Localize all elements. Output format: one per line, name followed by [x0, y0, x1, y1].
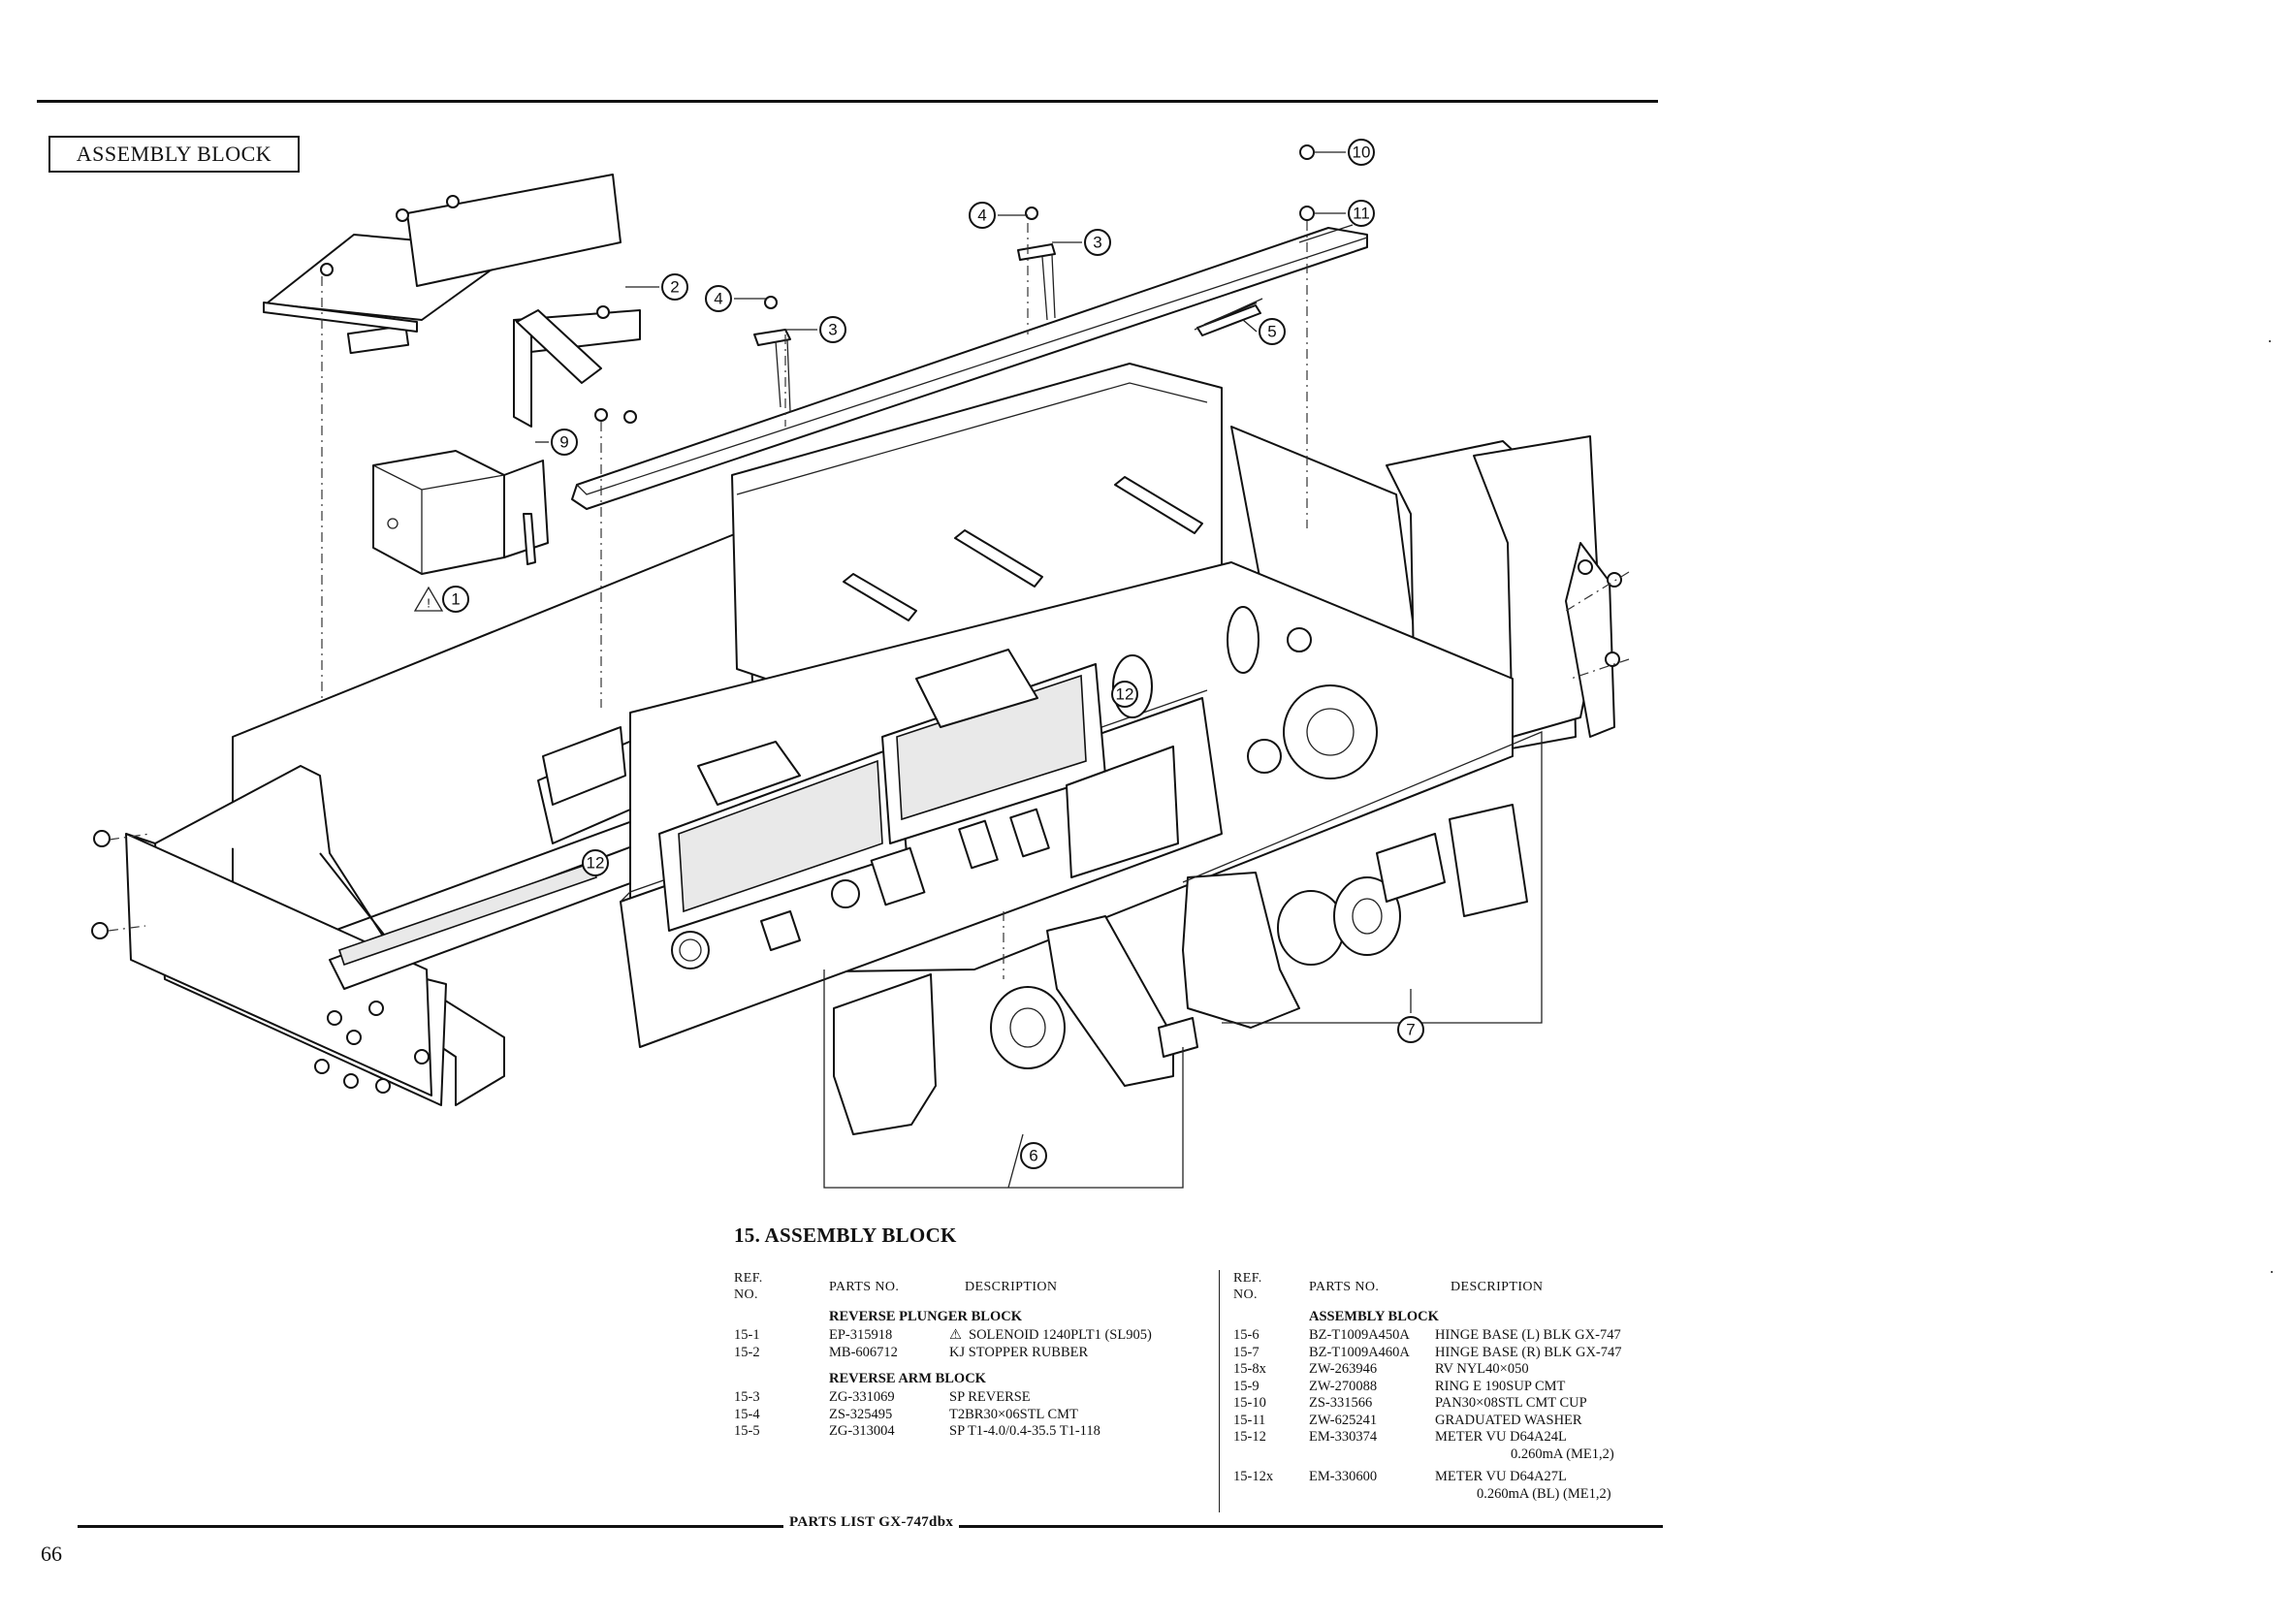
header-ref: REF. NO.	[1233, 1271, 1262, 1302]
margin-mark: ·	[2269, 1262, 2275, 1282]
group-reverse-arm: REVERSE ARM BLOCK	[829, 1371, 986, 1386]
header-parts-no: PARTS NO.	[829, 1280, 900, 1294]
table-row: 15-2 MB-606712 KJ STOPPER RUBBER	[734, 1344, 1089, 1360]
block-title: ASSEMBLY BLOCK	[48, 136, 300, 173]
callout-10: 10	[1315, 139, 1375, 166]
header-ref: REF. NO.	[734, 1271, 763, 1302]
svg-text:1: 1	[451, 590, 460, 609]
header-description: DESCRIPTION	[965, 1280, 1058, 1294]
svg-text:11: 11	[1353, 205, 1370, 223]
top-bracket	[263, 174, 641, 428]
column-header: REF. NO. PARTS NO. DESCRIPTION	[734, 1270, 1190, 1309]
callout-4a: 4	[705, 285, 766, 312]
table-row: 15-8x ZW-263946 RV NYL40×050	[1233, 1361, 1529, 1377]
left-screws	[91, 830, 430, 1094]
alignment-lines	[108, 221, 1630, 979]
parts-column-right: REF. NO. PARTS NO. DESCRIPTION ASSEMBLY …	[1219, 1270, 1675, 1512]
reel-block-right	[1182, 804, 1528, 1029]
reverse-arms	[753, 243, 1056, 413]
callout-6: 6	[1020, 1142, 1047, 1169]
long-rail	[571, 224, 1368, 510]
svg-text:12: 12	[1116, 685, 1134, 704]
reel-block-left	[833, 915, 1198, 1135]
block-outlines	[823, 731, 1543, 1189]
svg-text:3: 3	[828, 321, 837, 339]
callout-5: 5	[1242, 318, 1286, 345]
group-assembly-block: ASSEMBLY BLOCK	[1309, 1309, 1439, 1324]
bottom-rule-left	[78, 1525, 785, 1528]
parts-list-title: 15. ASSEMBLY BLOCK	[734, 1224, 957, 1247]
table-row: 15-4 ZS-325495 T2BR30×06STL CMT	[734, 1406, 1078, 1422]
column-header: REF. NO. PARTS NO. DESCRIPTION	[1220, 1270, 1675, 1309]
warning-triangle-icon: ⚠	[949, 1327, 962, 1343]
callout-7: 7	[1397, 1016, 1424, 1043]
right-screws	[1578, 559, 1622, 667]
svg-text:2: 2	[670, 278, 679, 297]
svg-text:10: 10	[1353, 143, 1371, 162]
header-parts-no: PARTS NO.	[1309, 1280, 1380, 1294]
svg-text:4: 4	[714, 290, 722, 308]
footer-label: PARTS LIST GX-747dbx	[783, 1514, 960, 1531]
svg-text:6: 6	[1029, 1147, 1037, 1165]
shafts	[843, 476, 1203, 621]
front-panel	[620, 561, 1514, 1048]
table-row: 15-3 ZG-331069 SP REVERSE	[734, 1389, 1031, 1405]
callout-4b: 4	[969, 202, 1028, 229]
callout-9: 9	[535, 429, 578, 456]
table-row-continuation: 0.260mA (BL) (ME1,2)	[1477, 1485, 1611, 1502]
table-row: 15-7 BZ-T1009A460A HINGE BASE (R) BLK GX…	[1233, 1344, 1622, 1360]
table-row: 15-9 ZW-270088 RING E 190SUP CMT	[1233, 1378, 1566, 1394]
top-screws	[320, 144, 1315, 424]
callout-2: 2	[625, 273, 688, 301]
bottom-rule-right	[955, 1525, 1663, 1528]
svg-text:4: 4	[977, 207, 986, 225]
table-row-continuation: 0.260mA (ME1,2)	[1511, 1446, 1614, 1462]
page-number: 66	[41, 1542, 62, 1566]
callout-12a: 12	[1111, 681, 1138, 708]
callout-3a: 3	[783, 316, 846, 343]
callout-3b: 3	[1052, 229, 1111, 256]
solenoid	[372, 309, 602, 575]
parts-column-left: REF. NO. PARTS NO. DESCRIPTION REVERSE P…	[734, 1270, 1190, 1441]
callout-11: 11	[1315, 200, 1375, 227]
group-reverse-plunger: REVERSE PLUNGER BLOCK	[829, 1309, 1023, 1324]
callout-1: ! 1	[413, 586, 469, 613]
parts-list: 15. ASSEMBLY BLOCK REF. NO. PARTS NO. DE…	[734, 1224, 1665, 1514]
table-row: 15-6 BZ-T1009A450A HINGE BASE (L) BLK GX…	[1233, 1327, 1621, 1343]
table-row: 15-10 ZS-331566 PAN30×08STL CMT CUP	[1233, 1395, 1587, 1411]
svg-text:12: 12	[587, 854, 605, 873]
svg-text:5: 5	[1267, 323, 1276, 341]
top-rule	[37, 100, 1658, 103]
svg-text:3: 3	[1093, 234, 1101, 252]
table-row: 15-12 EM-330374 METER VU D64A24L	[1233, 1429, 1567, 1445]
svg-text:7: 7	[1406, 1021, 1415, 1039]
callout-12b: 12	[582, 849, 609, 876]
header-description: DESCRIPTION	[1451, 1280, 1544, 1294]
table-row: 15-12x EM-330600 METER VU D64A27L	[1233, 1469, 1567, 1484]
margin-mark: ·	[2267, 332, 2273, 351]
svg-text:9: 9	[559, 433, 568, 452]
table-row: 15-5 ZG-313004 SP T1-4.0/0.4-35.5 T1-118	[734, 1423, 1100, 1439]
table-row: 15-11 ZW-625241 GRADUATED WASHER	[1233, 1412, 1582, 1428]
table-row: 15-1 EP-315918 ⚠ SOLENOID 1240PLT1 (SL90…	[734, 1327, 1152, 1343]
svg-text:!: !	[427, 596, 430, 611]
